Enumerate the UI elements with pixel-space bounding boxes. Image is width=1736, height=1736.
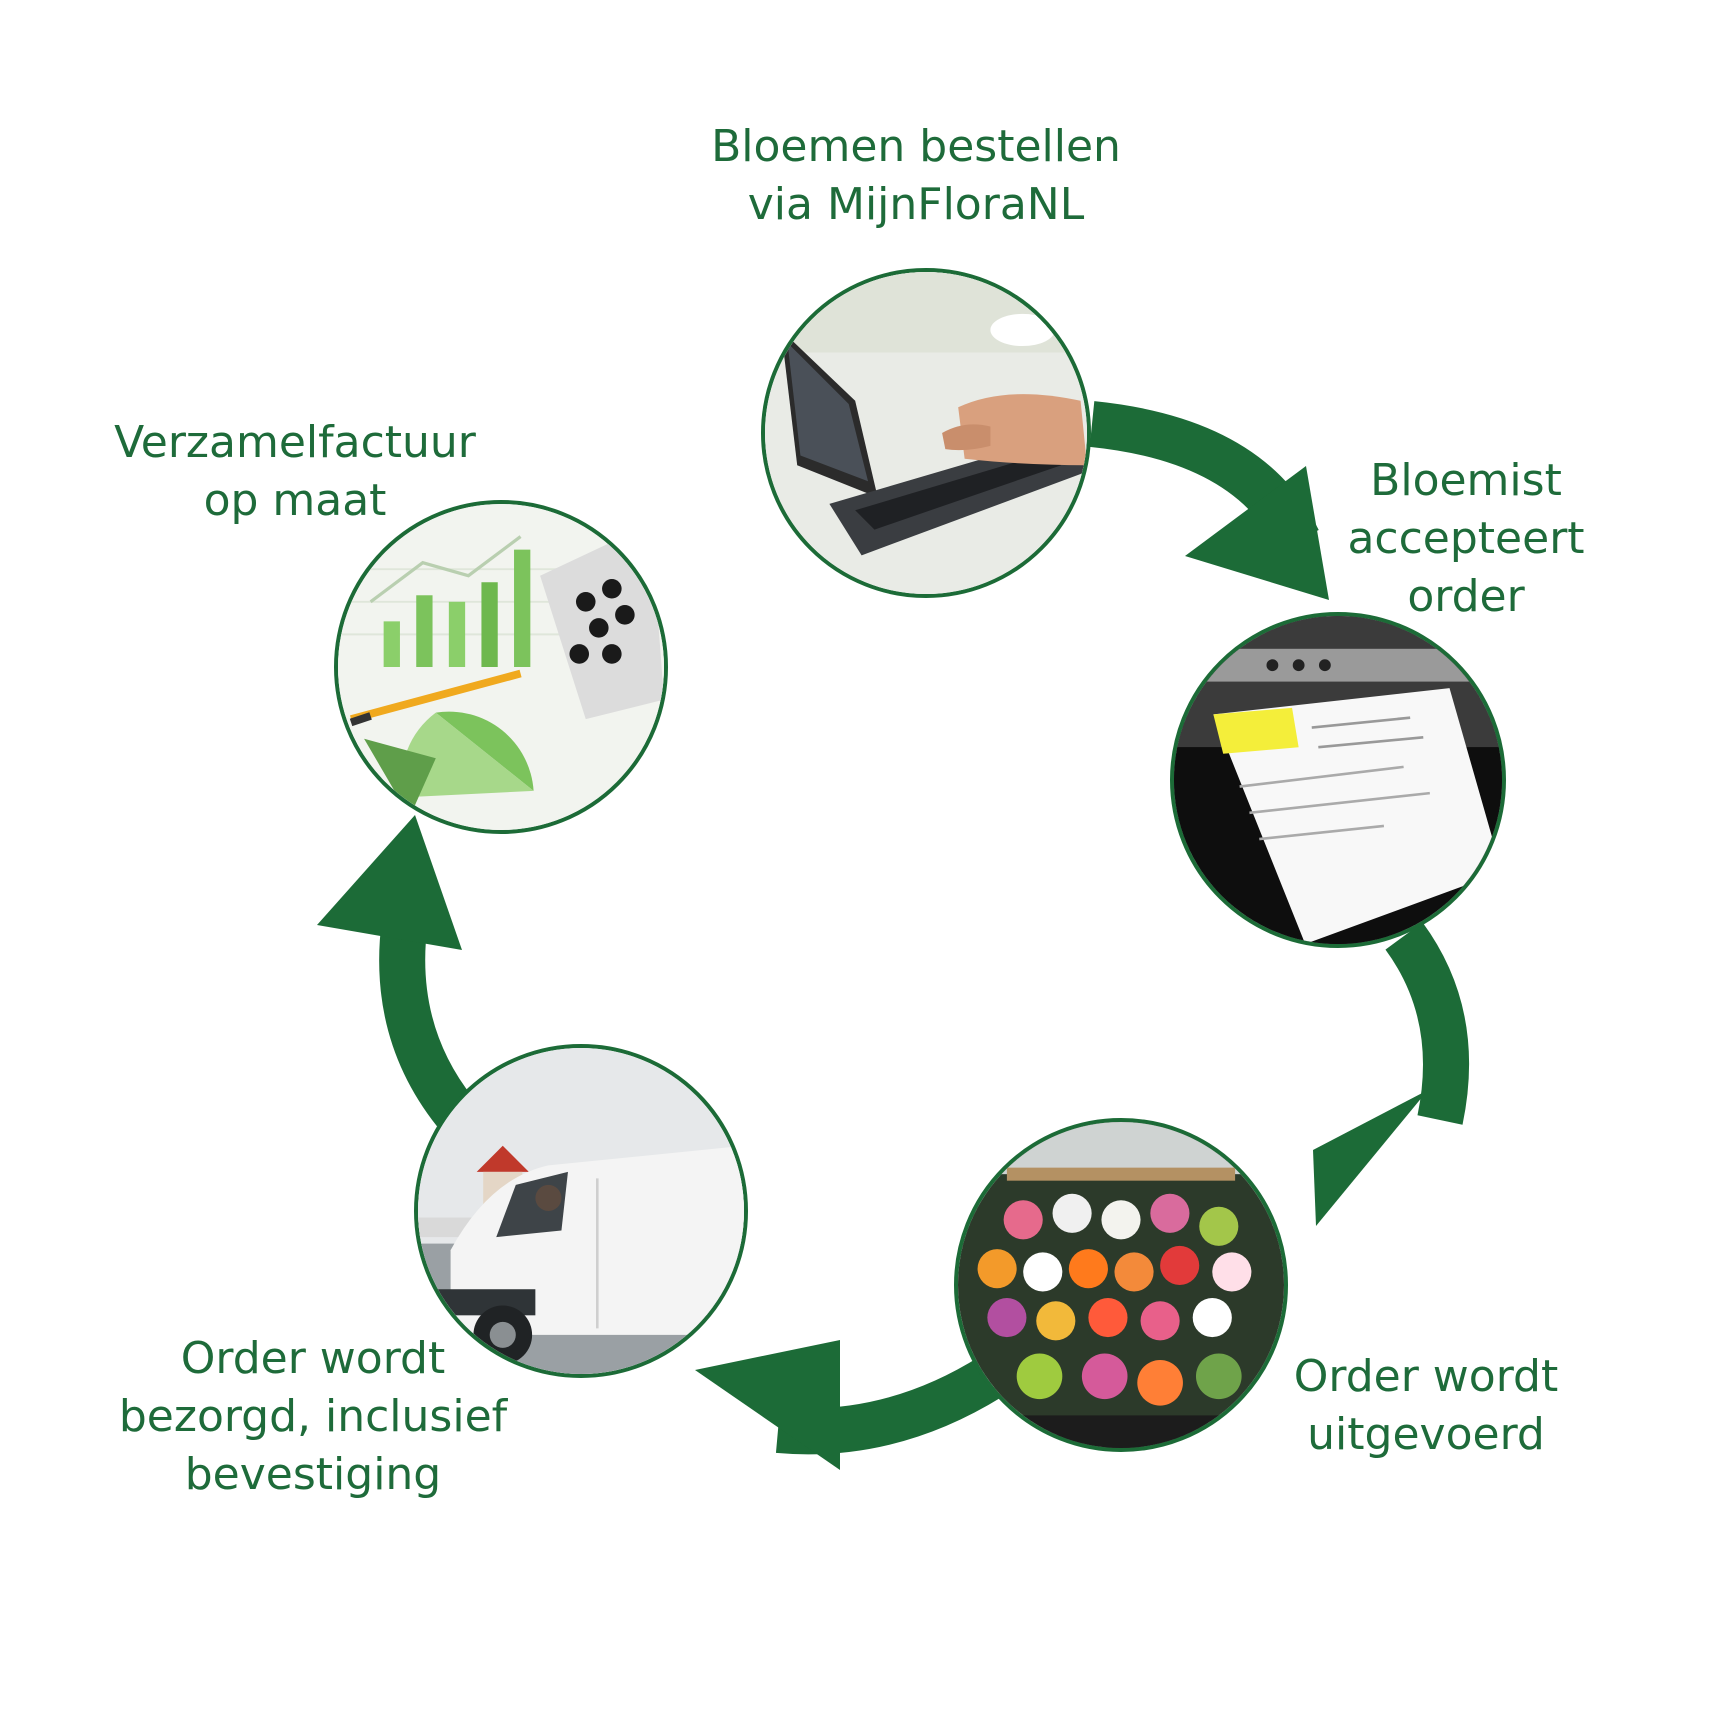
step-label-line: bezorgd, inclusief bbox=[118, 1391, 508, 1442]
invoice-charts-photo bbox=[334, 500, 668, 834]
step-label-line: via MijnFloraNL bbox=[747, 179, 1085, 230]
step-label-line: Bloemist bbox=[1370, 455, 1562, 506]
delivery-van-photo bbox=[414, 1044, 748, 1378]
step-label-line: op maat bbox=[203, 475, 387, 526]
step-label-bezorgd: Order wordt bezorgd, inclusief bevestigi… bbox=[108, 1330, 518, 1504]
step-label-line: Order wordt bbox=[180, 1333, 446, 1384]
step-label-bestellen: Bloemen bestellen via MijnFloraNL bbox=[694, 118, 1138, 234]
laptop-typing-photo bbox=[761, 268, 1091, 598]
flower-shop-photo bbox=[954, 1118, 1288, 1452]
step-label-factuur: Verzamelfactuur op maat bbox=[90, 414, 500, 530]
step-label-uitgevoerd: Order wordt uitgevoerd bbox=[1256, 1348, 1596, 1464]
step-label-line: uitgevoerd bbox=[1307, 1409, 1545, 1460]
arrow-accepteert-to-uitgevoerd bbox=[1313, 922, 1470, 1226]
step-label-accepteert: Bloemist accepteert order bbox=[1316, 452, 1616, 626]
step-label-line: Order wordt bbox=[1293, 1351, 1559, 1402]
arrow-bezorgd-to-factuur bbox=[317, 815, 474, 1127]
step-label-line: order bbox=[1407, 571, 1525, 622]
step-label-line: Bloemen bestellen bbox=[711, 121, 1121, 172]
printer-order-photo bbox=[1170, 612, 1506, 948]
step-label-line: accepteert bbox=[1347, 513, 1585, 564]
arrow-uitgevoerd-to-bezorgd bbox=[695, 1340, 1005, 1470]
step-label-line: bevestiging bbox=[184, 1449, 442, 1500]
step-label-line: Verzamelfactuur bbox=[114, 417, 476, 468]
arrow-bestellen-to-accepteert bbox=[1089, 401, 1329, 600]
